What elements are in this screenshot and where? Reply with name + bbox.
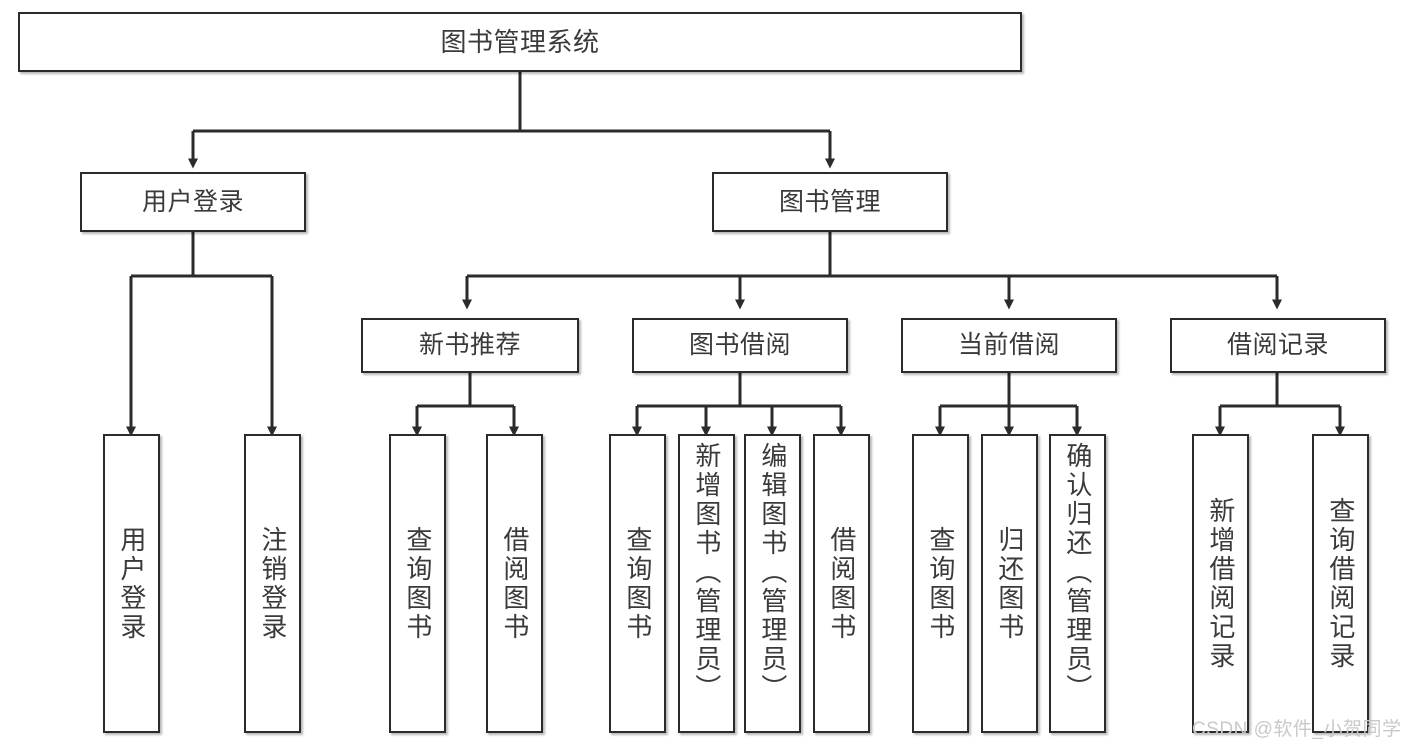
watermark-text: CSDN @软件_小贺同学 [1192, 719, 1402, 740]
node-leaf-confirm-return-label: 确认归还（管理员） [1062, 442, 1093, 703]
node-leaf-query-book-2-label: 查询图书 [622, 525, 653, 642]
node-leaf-logout-login-label: 注销登录 [257, 525, 288, 642]
node-leaf-query-record-label: 查询借阅记录 [1325, 496, 1356, 671]
node-leaf-user-login-label: 用户登录 [116, 525, 147, 642]
node-leaf-add-book[interactable]: 新增图书（管理员） [678, 434, 735, 733]
node-leaf-add-record[interactable]: 新增借阅记录 [1192, 434, 1249, 733]
node-current-borrow-label: 当前借阅 [957, 331, 1060, 359]
node-root-label: 图书管理系统 [440, 26, 600, 57]
node-new-book-rec[interactable]: 新书推荐 [361, 318, 579, 373]
node-borrow-record[interactable]: 借阅记录 [1170, 318, 1386, 373]
node-leaf-user-login[interactable]: 用户登录 [103, 434, 160, 733]
node-user-login[interactable]: 用户登录 [80, 172, 306, 232]
node-leaf-query-book-1[interactable]: 查询图书 [389, 434, 446, 733]
node-book-borrow-label: 图书借阅 [688, 331, 791, 359]
node-leaf-query-book-3[interactable]: 查询图书 [912, 434, 969, 733]
node-leaf-edit-book-label: 编辑图书（管理员） [757, 442, 788, 703]
node-leaf-return-book[interactable]: 归还图书 [981, 434, 1038, 733]
node-leaf-logout-login[interactable]: 注销登录 [244, 434, 301, 733]
node-leaf-query-record[interactable]: 查询借阅记录 [1312, 434, 1369, 733]
node-book-borrow[interactable]: 图书借阅 [632, 318, 848, 373]
node-new-book-rec-label: 新书推荐 [418, 331, 521, 359]
node-book-admin[interactable]: 图书管理 [712, 172, 948, 232]
node-leaf-query-book-2[interactable]: 查询图书 [609, 434, 666, 733]
node-leaf-return-book-label: 归还图书 [994, 525, 1025, 642]
node-leaf-borrow-book-2[interactable]: 借阅图书 [813, 434, 870, 733]
node-user-login-label: 用户登录 [141, 187, 244, 216]
node-borrow-record-label: 借阅记录 [1226, 331, 1329, 359]
node-leaf-confirm-return[interactable]: 确认归还（管理员） [1049, 434, 1106, 733]
node-leaf-add-book-label: 新增图书（管理员） [691, 442, 722, 703]
node-leaf-query-book-3-label: 查询图书 [925, 525, 956, 642]
node-book-admin-label: 图书管理 [778, 187, 881, 216]
node-leaf-add-record-label: 新增借阅记录 [1205, 496, 1236, 671]
node-leaf-borrow-book-2-label: 借阅图书 [826, 525, 857, 642]
node-leaf-edit-book[interactable]: 编辑图书（管理员） [744, 434, 801, 733]
node-current-borrow[interactable]: 当前借阅 [901, 318, 1117, 373]
node-leaf-borrow-book-1[interactable]: 借阅图书 [486, 434, 543, 733]
node-root[interactable]: 图书管理系统 [18, 12, 1022, 72]
node-leaf-borrow-book-1-label: 借阅图书 [499, 525, 530, 642]
node-leaf-query-book-1-label: 查询图书 [402, 525, 433, 642]
